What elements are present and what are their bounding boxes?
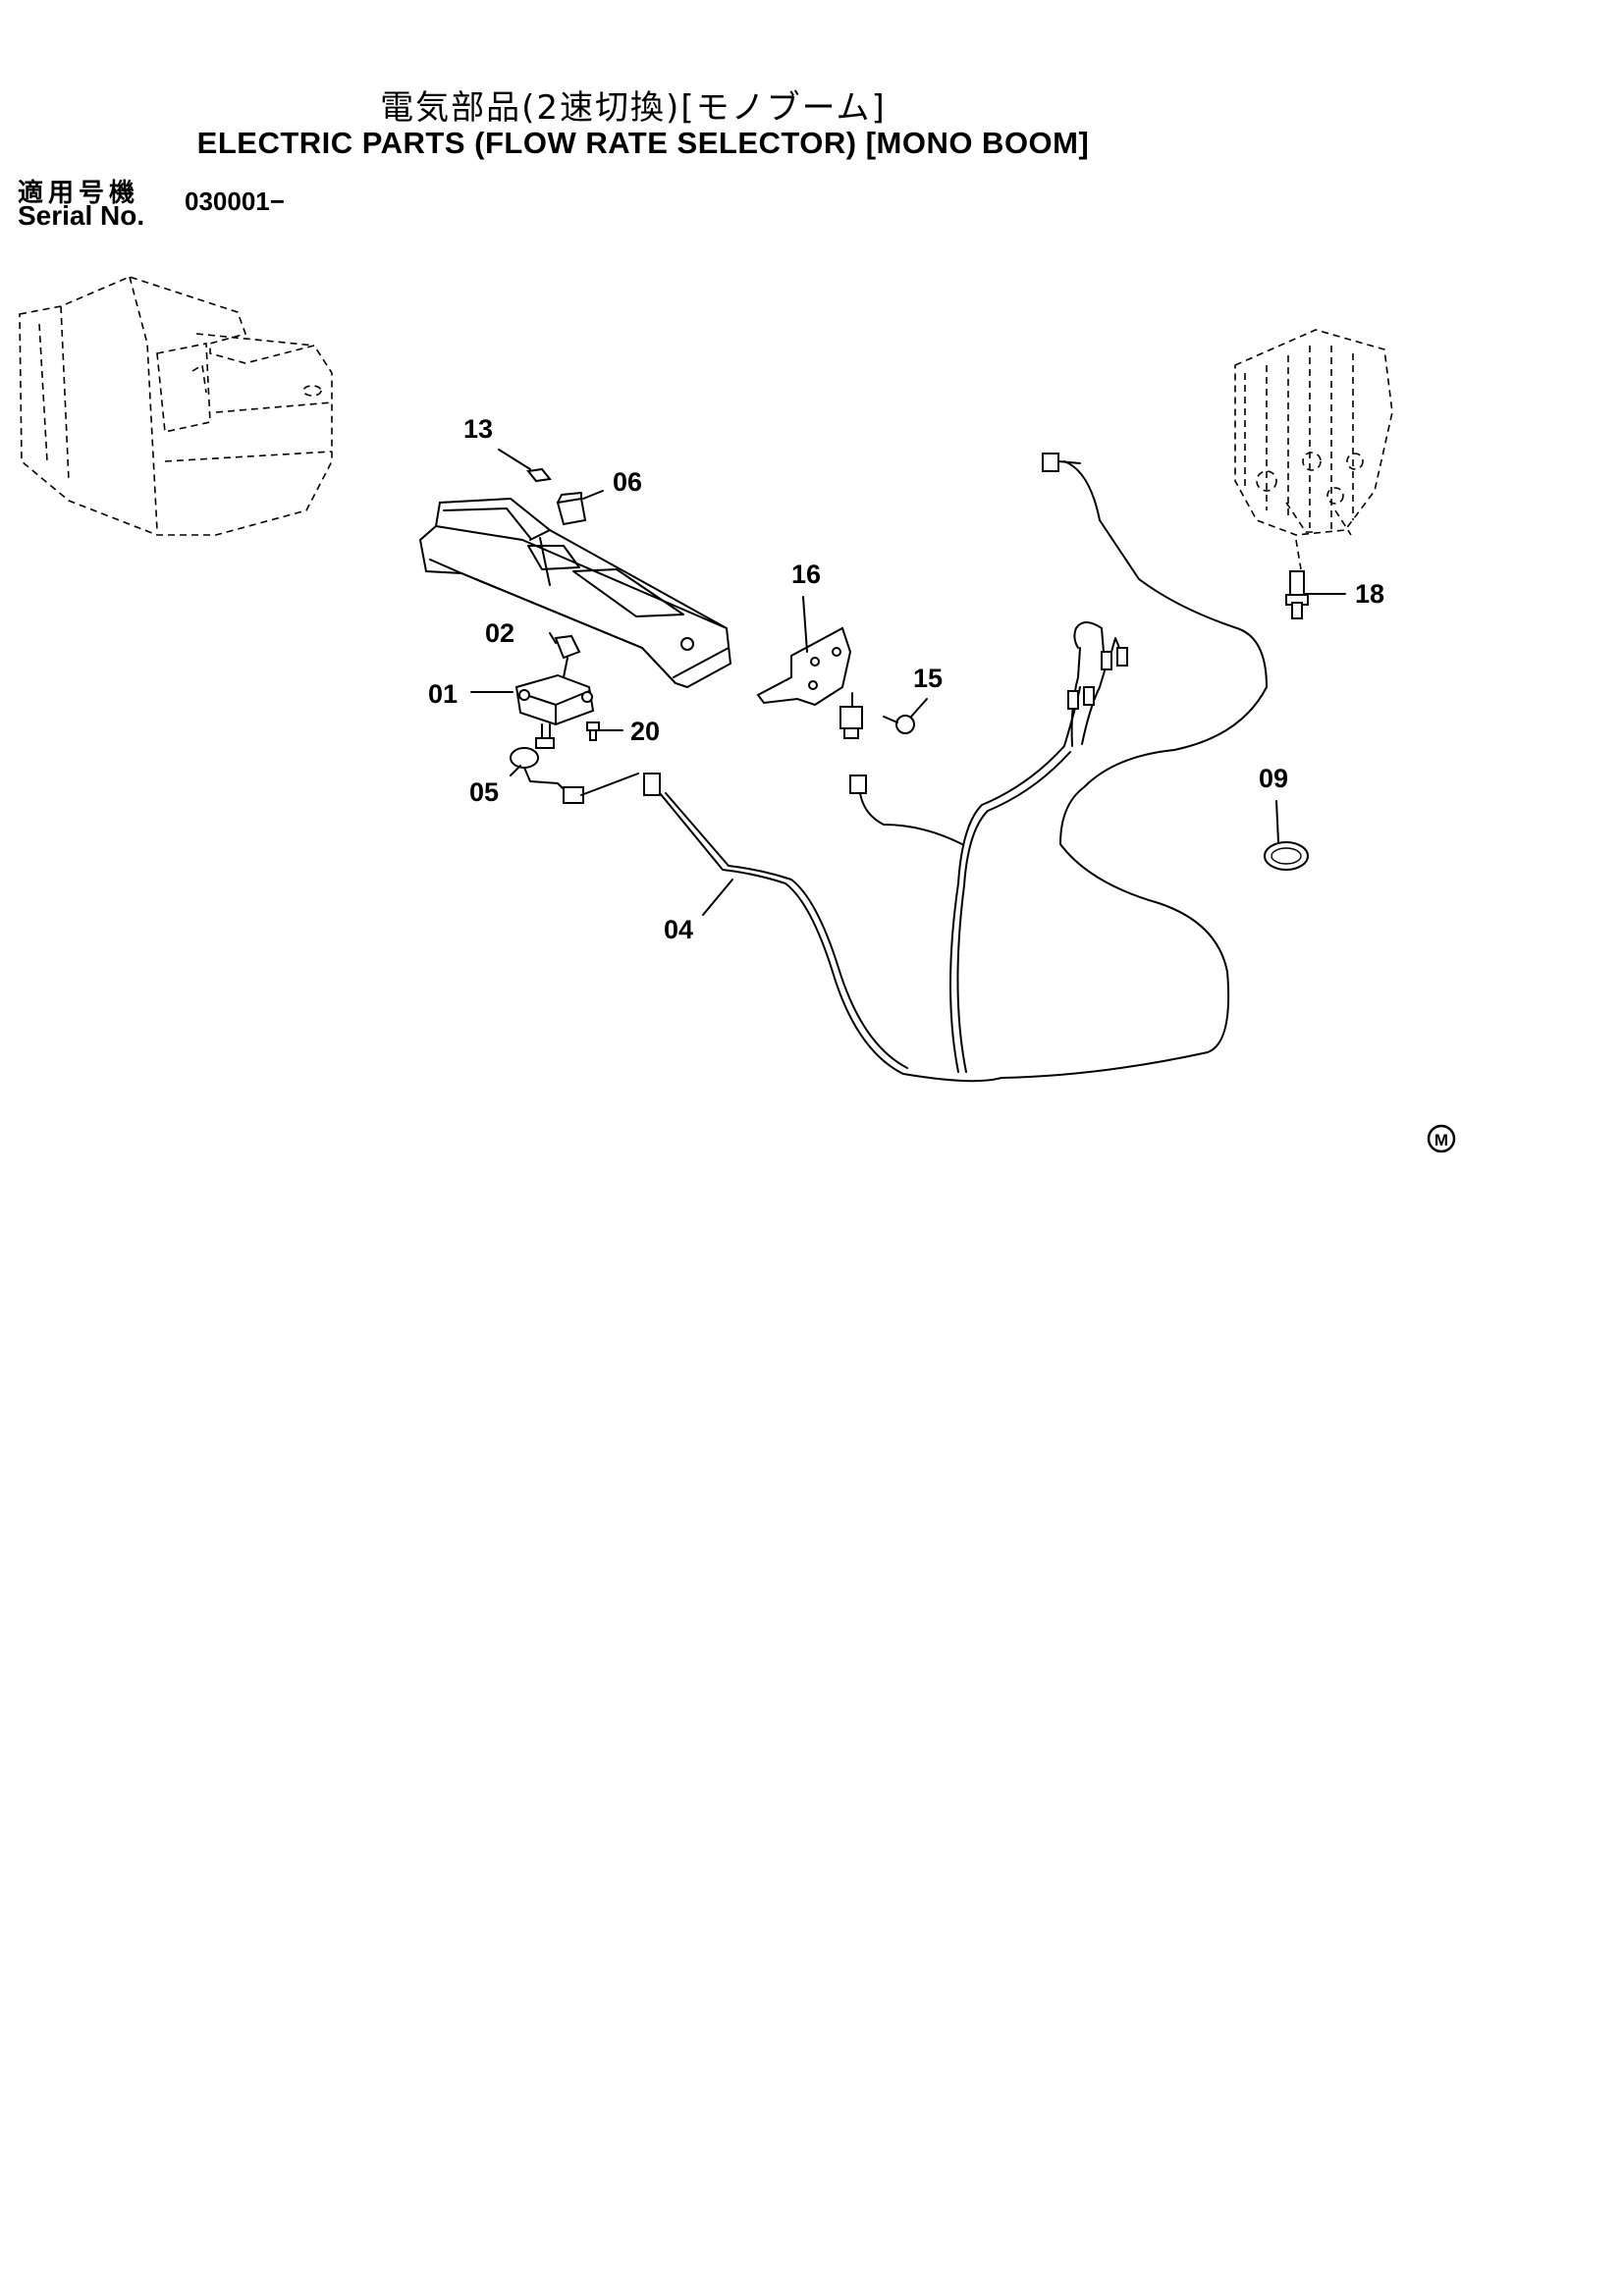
part-09-clamp [1264,800,1309,871]
circled-m-mark: M [1427,1124,1456,1153]
serial-label: Serial No. [18,200,145,231]
page-title: ELECTRIC PARTS (FLOW RATE SELECTOR) [MON… [196,126,1090,160]
serial-label-japanese: 適用号機 [18,179,140,208]
part-20-screw [586,721,623,741]
part-04-harness [643,453,1268,1083]
part-label-13: 13 [463,414,493,444]
part-02-lever [549,632,581,678]
part-label-05: 05 [469,777,499,807]
control-valve [1234,329,1393,570]
part-label-04: 04 [664,915,693,944]
part-05-connector [510,747,639,804]
part-label-20: 20 [630,717,660,746]
part-label-16: 16 [791,560,821,589]
part-label-02: 02 [485,618,514,648]
part-15-relay [839,692,863,739]
part-label-06: 06 [613,467,642,497]
page-title-japanese: 電気部品(2速切換)[モノブーム] [380,88,887,128]
mark-letter: M [1434,1131,1448,1149]
serial-number: 030001− [185,187,285,216]
part-13-label-plate [498,449,552,483]
part-label-15: 15 [913,664,943,693]
part-18-fitting [1285,570,1346,619]
switch-console [418,497,732,689]
part-01-switch [470,673,595,749]
part-16-bracket [756,596,852,707]
part-15-bolt [883,698,928,734]
excavator-overview [19,276,333,536]
part-label-09: 09 [1259,764,1288,793]
part-label-18: 18 [1355,579,1384,609]
part-06-knob [556,490,604,526]
part-label-01: 01 [428,679,458,709]
